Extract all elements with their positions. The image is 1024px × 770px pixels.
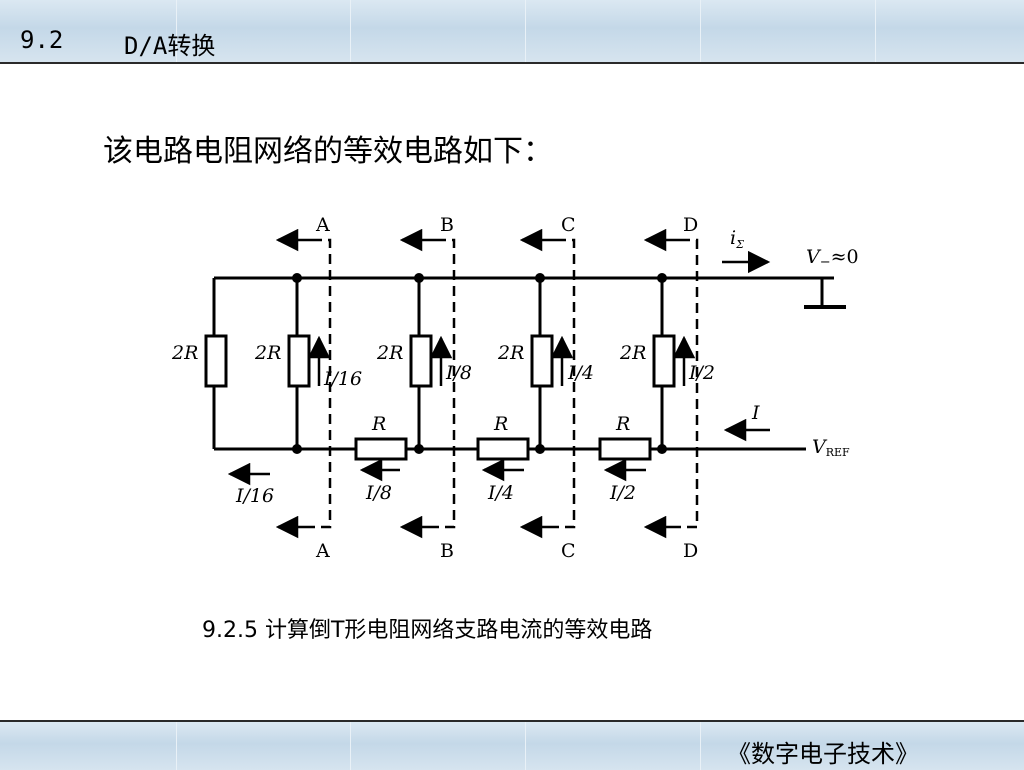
header-tile — [176, 0, 351, 62]
figure-caption: 9.2.5 计算倒T形电阻网络支路电流的等效电路 — [202, 618, 653, 643]
resistor-icon — [409, 334, 433, 388]
header-tile — [525, 0, 701, 62]
node-label-c-top: C — [561, 214, 576, 236]
footer-bar: 《数字电子技术》 — [0, 720, 1024, 770]
cut-line-c — [556, 238, 576, 529]
cut-line-b — [436, 238, 456, 529]
vertical-branch — [287, 278, 311, 449]
resistor-icon — [476, 437, 530, 461]
junction-dots — [292, 273, 667, 454]
vertical-branch — [652, 278, 676, 449]
vertical-branch — [409, 278, 433, 449]
section-number: 9.2 — [20, 26, 64, 54]
cut-line-a — [312, 238, 332, 529]
cut-line-d — [680, 238, 699, 529]
section-title: D/A转换 — [124, 32, 216, 60]
bottom-current-label: I/4 — [487, 482, 514, 504]
sum-current-label: iΣ — [730, 227, 744, 251]
resistor-icon — [652, 334, 676, 388]
page-heading: 该电路电阻网络的等效电路如下： — [103, 134, 553, 169]
resistor-icon — [530, 334, 554, 388]
bottom-current-label: I/8 — [365, 482, 392, 504]
resistor-label: 2R — [254, 342, 281, 364]
branch-current-label: I/16 — [323, 368, 362, 390]
node-label-d-top: D — [683, 214, 698, 236]
resistor-icon — [287, 334, 311, 388]
resistor-label: 2R — [619, 342, 646, 364]
bottom-current-label: I/16 — [235, 485, 274, 507]
resistor-icon — [204, 334, 228, 388]
node-label-d-bottom: D — [683, 540, 698, 562]
footer-tile — [176, 722, 351, 770]
vminus-label: V−≈0 — [806, 246, 859, 270]
resistor-label: R — [493, 413, 508, 435]
bottom-current-label: I/2 — [609, 482, 636, 504]
header-bar: 9.2 D/A转换 — [0, 0, 1024, 64]
book-title: 《数字电子技术》 — [727, 740, 919, 768]
input-current-label: I — [751, 402, 760, 424]
resistor-label: 2R — [376, 342, 403, 364]
footer-tile — [525, 722, 701, 770]
header-tile — [0, 0, 177, 62]
node-label-a-bottom: A — [315, 540, 330, 562]
branch-current-label: I/8 — [445, 362, 472, 384]
header-tile — [350, 0, 526, 62]
cut-arrows — [275, 228, 680, 539]
header-tile — [700, 0, 876, 62]
footer-tile — [0, 722, 177, 770]
resistor-label: 2R — [497, 342, 524, 364]
resistor-label: R — [371, 413, 386, 435]
resistor-icon — [354, 437, 408, 461]
node-label-c-bottom: C — [561, 540, 576, 562]
vertical-branch — [530, 278, 554, 449]
bottom-current-arrows — [227, 250, 771, 486]
node-label-b-bottom: B — [440, 540, 454, 562]
node-label-a-top: A — [315, 214, 330, 236]
branch-current-arrows — [307, 335, 696, 386]
resistor-label: 2R — [171, 342, 198, 364]
branch-current-label: I/2 — [688, 362, 715, 384]
resistor-icon — [598, 437, 652, 461]
footer-tile — [350, 722, 526, 770]
node-label-b-top: B — [440, 214, 454, 236]
vref-label: VREF — [812, 436, 850, 459]
resistor-label: R — [615, 413, 630, 435]
branch-current-label: I/4 — [567, 362, 594, 384]
vertical-branch — [204, 278, 228, 449]
